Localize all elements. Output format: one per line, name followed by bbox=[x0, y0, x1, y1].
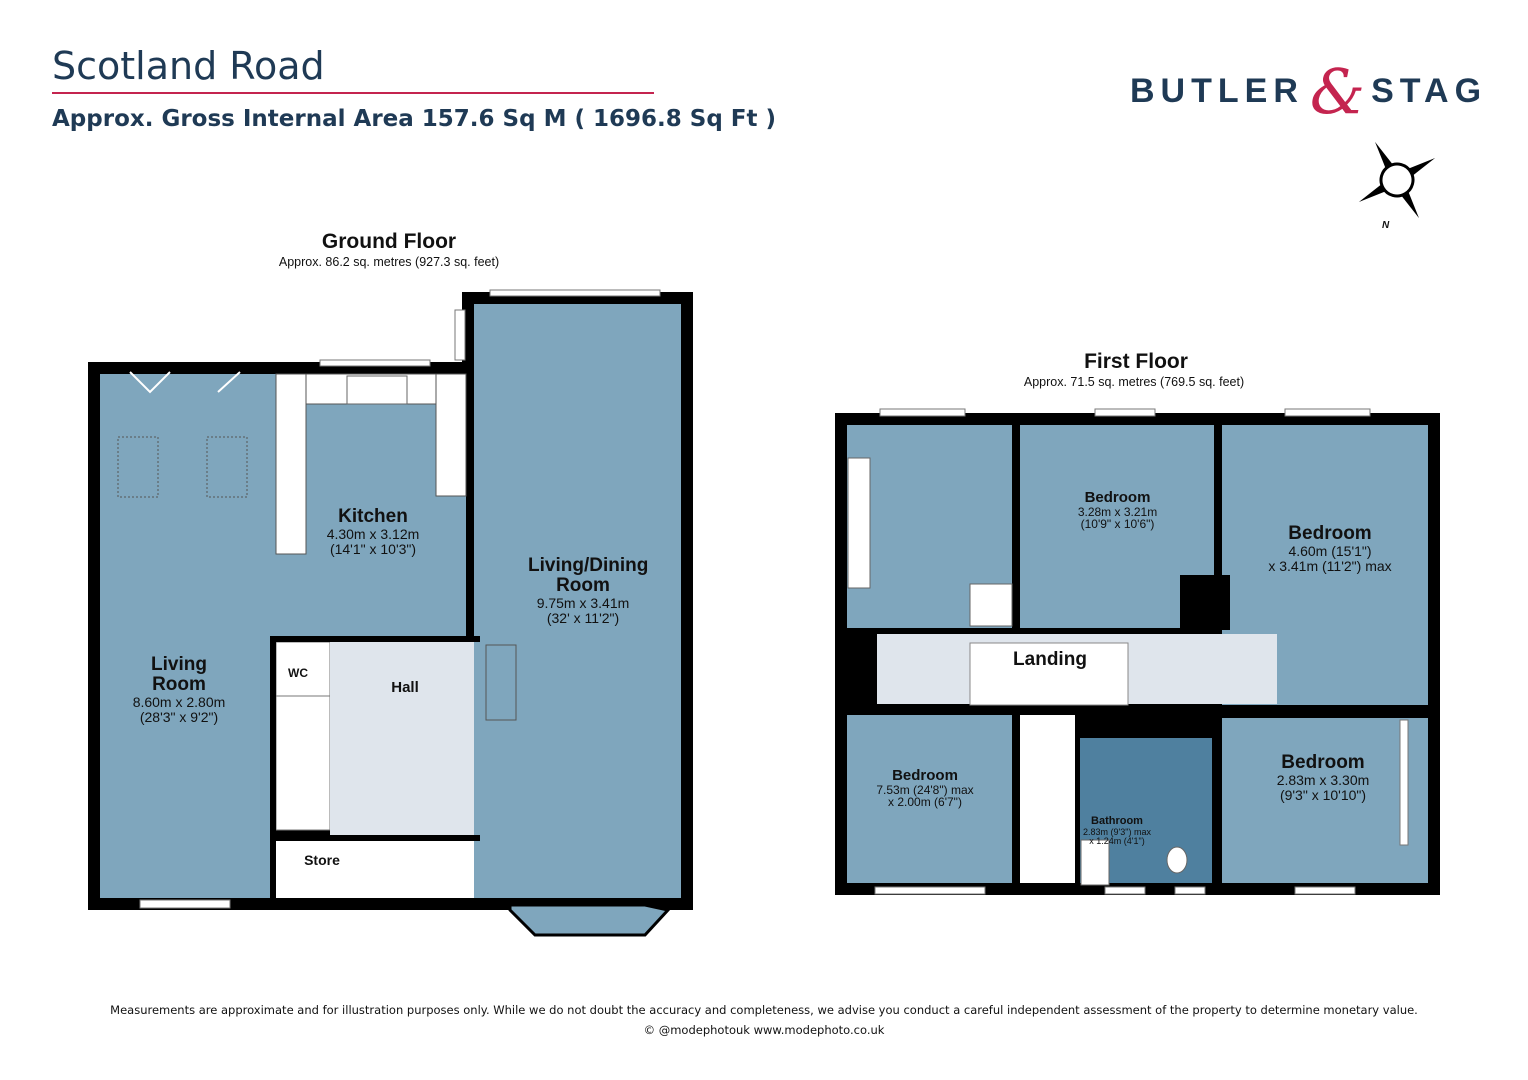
room-dims: 4.60m (15'1") bbox=[1288, 542, 1372, 559]
property-title: Scotland Road bbox=[52, 44, 325, 88]
room-kitchen: Kitchen 4.30m x 3.12m (14'1" x 10'3") bbox=[300, 507, 446, 556]
room-landing: Landing bbox=[1000, 650, 1100, 670]
butler-stag-logo: BUTLER & STAG bbox=[1130, 55, 1487, 128]
first-floor-plan bbox=[835, 408, 1440, 895]
first-floor-title: First Floor bbox=[1084, 350, 1188, 373]
photo-credit: © @modephotouk www.modephoto.co.uk bbox=[643, 1023, 885, 1037]
room-bedroom-1: Bedroom 4.60m (15'1") x 3.41m (11'2") ma… bbox=[1250, 524, 1410, 573]
room-name: Bedroom bbox=[1084, 489, 1151, 506]
room-name: Living/Dining Room bbox=[528, 555, 649, 596]
living-dining-area bbox=[474, 304, 681, 898]
room-hall: Hall bbox=[391, 679, 419, 696]
living-room-area bbox=[100, 374, 270, 898]
room-dims: 2.83m x 3.30m bbox=[1276, 771, 1370, 788]
room-dims: x 2.00m (6'7") bbox=[888, 795, 962, 810]
room-wc: WC bbox=[288, 666, 308, 680]
room-dims: 9.75m x 3.41m bbox=[536, 594, 630, 611]
room-name: Bedroom bbox=[892, 767, 958, 784]
gross-area: Approx. Gross Internal Area 157.6 Sq M (… bbox=[52, 106, 777, 132]
room-living: Living Room 8.60m x 2.80m (28'3" x 9'2") bbox=[114, 655, 244, 724]
room-dims: 3.28m x 3.21m bbox=[1077, 504, 1158, 519]
room-name: Bedroom bbox=[1281, 752, 1365, 773]
room-name: Bathroom bbox=[1091, 815, 1143, 827]
logo-left: BUTLER bbox=[1130, 72, 1304, 110]
compass-rose-icon bbox=[1358, 141, 1436, 219]
room-bathroom: Bathroom 2.83m (9'3") max x 1.24m (4'1") bbox=[1080, 815, 1154, 846]
logo-right: STAG bbox=[1371, 72, 1488, 110]
ground-floor-title: Ground Floor bbox=[321, 230, 457, 253]
room-dims: (28'3" x 9'2") bbox=[139, 708, 219, 725]
room-dims: x 1.24m (4'1") bbox=[1089, 835, 1145, 846]
room-living-dining: Living/Dining Room 9.75m x 3.41m (32' x … bbox=[508, 556, 658, 625]
room-dims: (32' x 11'2") bbox=[546, 609, 620, 626]
room-dims: x 3.41m (11'2") max bbox=[1268, 557, 1392, 574]
room-dims: 4.30m x 3.12m bbox=[326, 525, 420, 542]
room-name: Bedroom bbox=[1288, 523, 1372, 544]
room-name: Living Room bbox=[151, 654, 207, 695]
room-bedroom-2: Bedroom 3.28m x 3.21m (10'9" x 10'6") bbox=[1050, 490, 1185, 531]
room-store: Store bbox=[304, 852, 340, 868]
room-dims: (10'9" x 10'6") bbox=[1080, 517, 1155, 532]
room-name: Kitchen bbox=[338, 506, 408, 527]
room-dims: (9'3" x 10'10") bbox=[1279, 786, 1367, 803]
first-floor-subtitle: Approx. 71.5 sq. metres (769.5 sq. feet) bbox=[1023, 375, 1245, 389]
room-name: Landing bbox=[1013, 649, 1087, 670]
logo-ampersand: & bbox=[1309, 55, 1366, 128]
title-divider bbox=[52, 92, 654, 94]
room-dims: (14'1" x 10'3") bbox=[329, 540, 417, 557]
compass-north-label: N bbox=[1382, 220, 1390, 231]
room-bedroom-3: Bedroom 2.83m x 3.30m (9'3" x 10'10") bbox=[1253, 753, 1393, 802]
ground-floor-subtitle: Approx. 86.2 sq. metres (927.3 sq. feet) bbox=[278, 255, 500, 269]
disclaimer: Measurements are approximate and for ill… bbox=[110, 1003, 1418, 1017]
room-bedroom-4: Bedroom 7.53m (24'8") max x 2.00m (6'7") bbox=[860, 768, 990, 809]
room-dims: 8.60m x 2.80m bbox=[132, 693, 226, 710]
room-dims: 2.83m (9'3") max bbox=[1083, 826, 1151, 837]
ground-floor-plan bbox=[88, 289, 693, 937]
room-dims: 7.53m (24'8") max bbox=[876, 782, 974, 797]
